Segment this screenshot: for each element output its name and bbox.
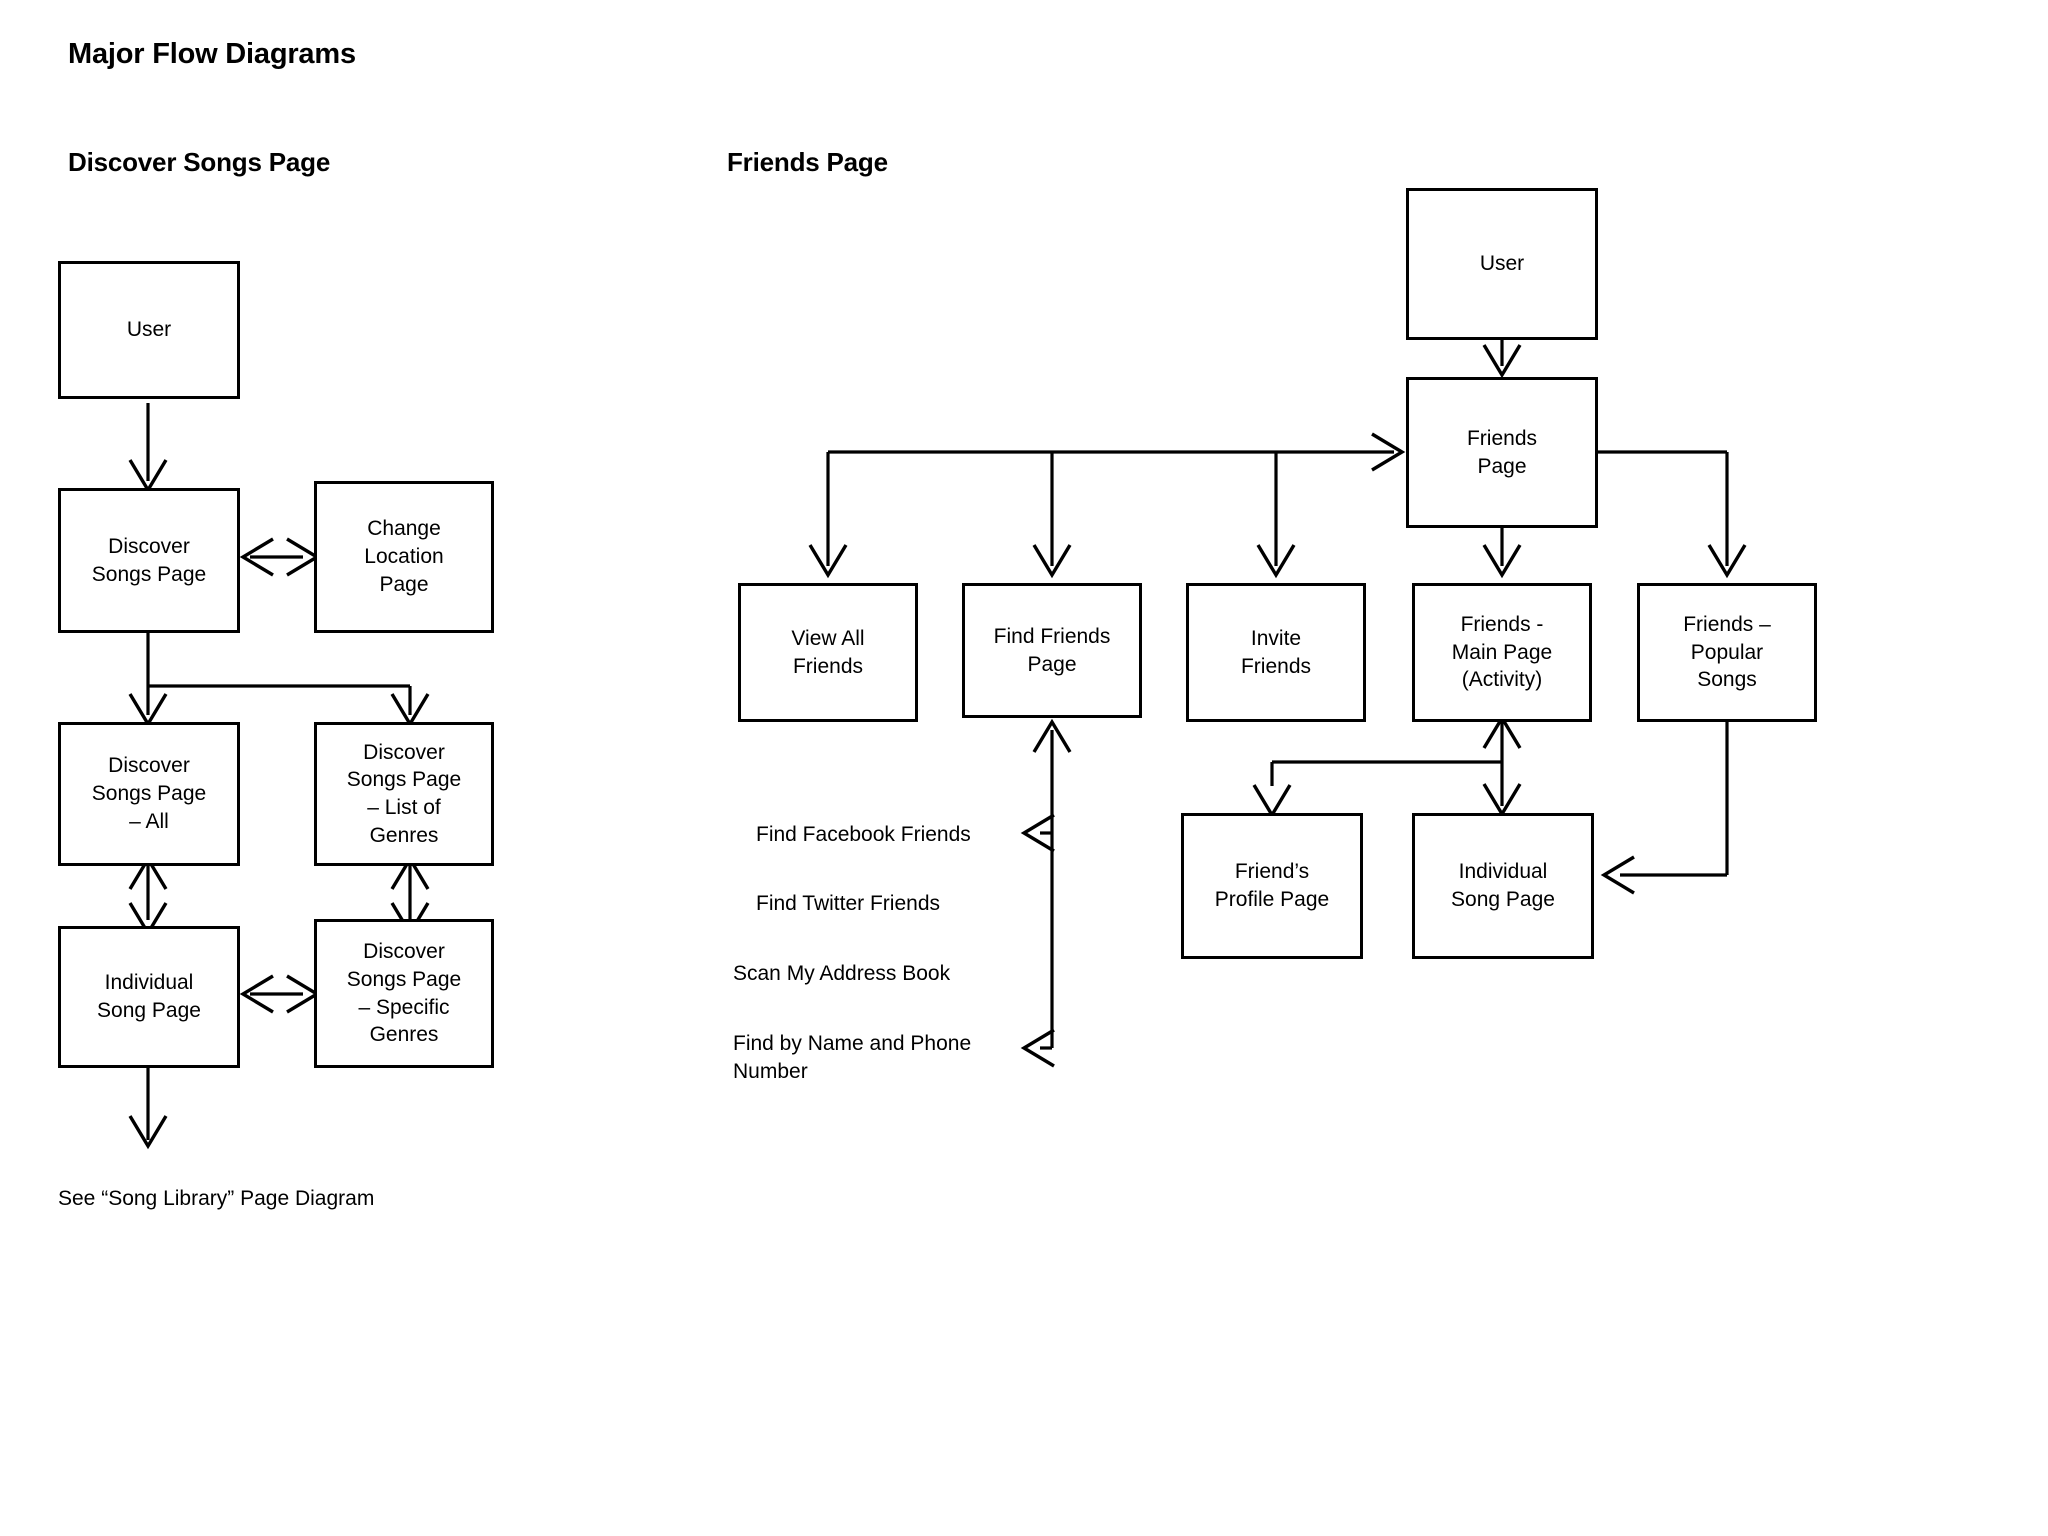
node-discover-songs-page-list-of-genres[interactable]: Discover Songs Page – List of Genres [314, 722, 494, 866]
edge-individual-song-to-specific-genres [239, 974, 321, 1014]
edge-discover-to-all-and-genres [128, 633, 430, 728]
node-individual-song-page-discover[interactable]: Individual Song Page [58, 926, 240, 1068]
edge-popular-songs-to-individual-song-page [1600, 722, 1729, 895]
find-option-twitter[interactable]: Find Twitter Friends [756, 892, 941, 915]
node-user-discover[interactable]: User [58, 261, 240, 399]
page-title: Major Flow Diagrams [68, 38, 356, 70]
node-user-friends[interactable]: User [1406, 188, 1598, 340]
node-discover-songs-page[interactable]: Discover Songs Page [58, 488, 240, 633]
find-option-facebook[interactable]: Find Facebook Friends [756, 823, 971, 846]
edge-user-to-discover-songs-page [128, 403, 168, 494]
edge-find-options-to-find-friends-page [1020, 718, 1072, 1068]
section-title-discover-songs: Discover Songs Page [68, 147, 331, 177]
edge-user-to-friends-page [1482, 340, 1522, 379]
edge-friends-page-to-find-friends-page [1032, 452, 1072, 579]
node-discover-songs-page-all[interactable]: Discover Songs Page – All [58, 722, 240, 866]
edge-friends-page-to-popular-songs [1598, 450, 1747, 579]
edge-main-page-to-individual-song-page [1482, 714, 1522, 818]
node-invite-friends[interactable]: Invite Friends [1186, 583, 1366, 722]
find-option-address-book[interactable]: Scan My Address Book [733, 962, 951, 985]
edge-individual-song-to-song-library-caption [128, 1068, 168, 1150]
node-view-all-friends[interactable]: View All Friends [738, 583, 918, 722]
edge-friends-page-to-invite-friends [1256, 452, 1296, 579]
edge-bus-into-friends-page [828, 432, 1406, 472]
node-friends-page[interactable]: Friends Page [1406, 377, 1598, 528]
node-individual-song-page-friends[interactable]: Individual Song Page [1412, 813, 1594, 959]
node-friends-popular-songs[interactable]: Friends – Popular Songs [1637, 583, 1817, 722]
edge-main-page-to-friends-profile-page [1252, 760, 1502, 819]
edge-discover-to-change-location [239, 537, 321, 577]
node-change-location-page[interactable]: Change Location Page [314, 481, 494, 633]
edge-friends-page-to-view-all-friends [808, 452, 848, 579]
node-find-friends-page[interactable]: Find Friends Page [962, 583, 1142, 718]
section-title-friends: Friends Page [727, 147, 888, 177]
song-library-diagram-caption: See “Song Library” Page Diagram [58, 1187, 375, 1210]
node-discover-songs-page-specific-genres[interactable]: Discover Songs Page – Specific Genres [314, 919, 494, 1068]
edge-friends-page-to-main-page-activity [1482, 528, 1522, 579]
edge-all-to-individual-song [128, 855, 168, 937]
find-option-name-and-phone[interactable]: Find by Name and Phone Number [733, 1032, 972, 1083]
node-friends-main-page-activity[interactable]: Friends - Main Page (Activity) [1412, 583, 1592, 722]
node-friends-profile-page[interactable]: Friend’s Profile Page [1181, 813, 1363, 959]
